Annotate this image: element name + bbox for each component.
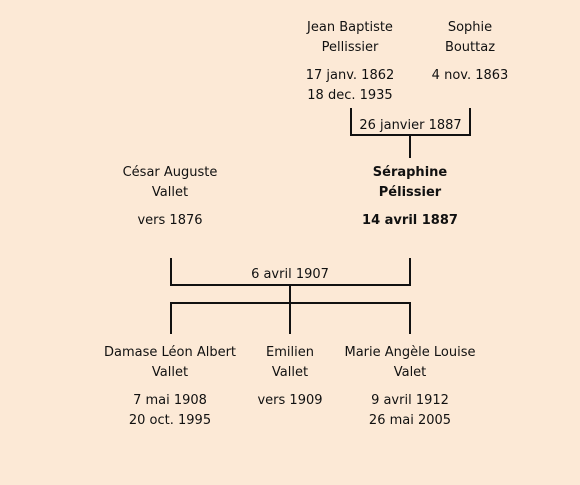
birth-date: 9 avril 1912 [371, 393, 449, 408]
name-line-2: Pellissier [321, 40, 379, 55]
name-line-2: Pélissier [378, 185, 442, 200]
child-3-drop [409, 302, 411, 334]
gp-left-drop [350, 108, 352, 136]
birth-date: vers 1909 [257, 393, 323, 408]
birth-date: 14 avril 1887 [362, 213, 458, 228]
name-line-2: Bouttaz [444, 40, 496, 55]
name-line-2: Vallet [271, 365, 309, 380]
name-line-1: Sophie [447, 20, 493, 35]
gp-right-drop [469, 108, 471, 136]
name-line-1: Jean Baptiste [307, 20, 393, 35]
grandparents-marriage-date: 26 janvier 1887 [352, 118, 469, 134]
name-line-1: Damase Léon Albert [103, 345, 237, 360]
parent-left-drop [170, 258, 172, 286]
birth-date: vers 1876 [137, 213, 203, 228]
name-line-1: Séraphine [372, 165, 448, 180]
gp-stem [409, 134, 411, 158]
birth-date: 7 mai 1908 [133, 393, 207, 408]
child-damase-leon-albert: Damase Léon Albert Vallet 7 mai 1908 20 … [95, 343, 245, 431]
birth-date: 17 janv. 1862 [305, 68, 395, 83]
child-emilien: Emilien Vallet vers 1909 [245, 343, 335, 411]
name-line-2: Vallet [151, 185, 189, 200]
name-line-2: Valet [393, 365, 427, 380]
parents-marriage-date: 6 avril 1907 [240, 267, 340, 283]
child-marie-angele-louise: Marie Angèle Louise Valet 9 avril 1912 2… [335, 343, 485, 431]
grandfather-jean-baptiste: Jean Baptiste Pellissier 17 janv. 1862 1… [290, 18, 410, 106]
child-2-drop [289, 302, 291, 334]
child-1-drop [170, 302, 172, 334]
death-date: 26 mai 2005 [368, 413, 452, 428]
grandmother-sophie: Sophie Bouttaz 4 nov. 1863 [410, 18, 530, 86]
name-line-1: Emilien [266, 345, 314, 360]
name-line-2: Vallet [151, 365, 189, 380]
name-line-1: César Auguste [122, 165, 218, 180]
mother-seraphine: Séraphine Pélissier 14 avril 1887 [340, 163, 480, 231]
death-date: 20 oct. 1995 [128, 413, 212, 428]
death-date: 18 dec. 1935 [307, 88, 393, 103]
parent-stem [289, 284, 291, 304]
father-cesar-auguste: César Auguste Vallet vers 1876 [100, 163, 240, 231]
birth-date: 4 nov. 1863 [431, 68, 509, 83]
parent-right-drop [409, 258, 411, 286]
name-line-1: Marie Angèle Louise [344, 345, 476, 360]
